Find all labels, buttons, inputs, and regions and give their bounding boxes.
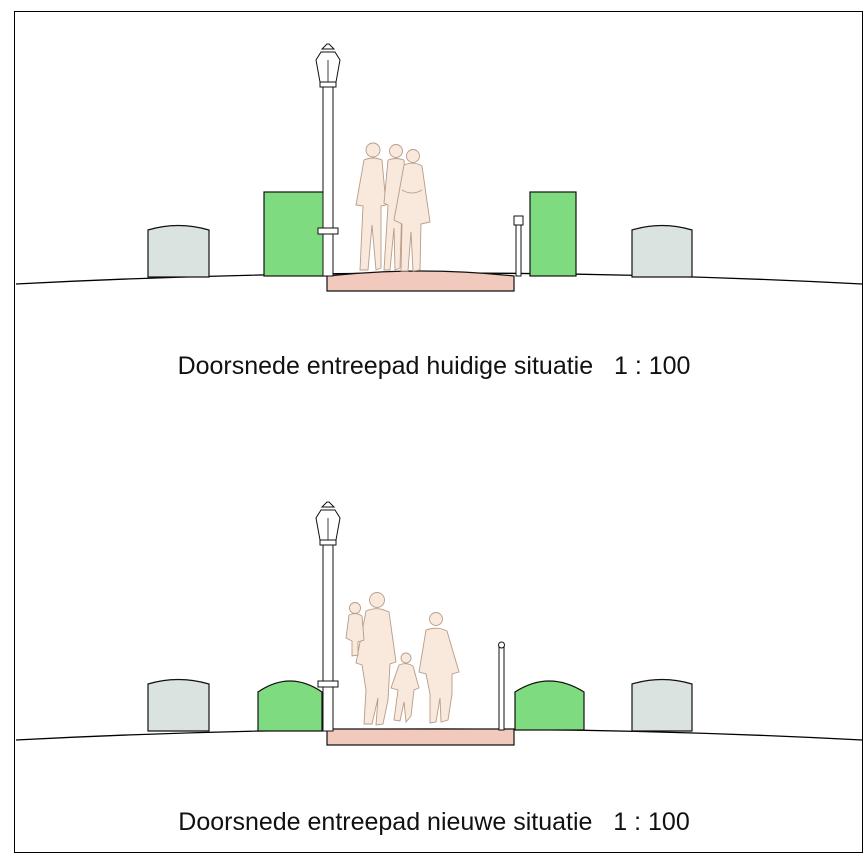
street-lamp-icon bbox=[315, 43, 341, 277]
person-icon bbox=[393, 149, 431, 272]
section-new bbox=[15, 501, 863, 746]
section-caption-new: Doorsnede entreepad nieuwe situatie 1 : … bbox=[178, 808, 690, 836]
entrance-path bbox=[326, 270, 515, 292]
section-caption-current: Doorsnede entreepad huidige situatie 1 :… bbox=[177, 352, 691, 380]
section-current bbox=[15, 43, 863, 292]
hedge-icon bbox=[514, 680, 585, 731]
street-lamp-icon bbox=[315, 501, 341, 732]
gravestone-icon bbox=[631, 224, 693, 278]
entrance-path bbox=[326, 728, 515, 746]
person-icon bbox=[345, 592, 397, 726]
person-group-family bbox=[345, 592, 460, 726]
hedge-icon bbox=[529, 191, 577, 277]
person-icon bbox=[390, 652, 420, 724]
person-icon bbox=[418, 612, 460, 724]
hedge-icon bbox=[257, 680, 323, 732]
gravestone-icon bbox=[147, 224, 210, 278]
hedge-icon bbox=[263, 191, 327, 277]
bollard-icon bbox=[513, 215, 524, 277]
gravestone-icon bbox=[147, 678, 210, 732]
gravestone-icon bbox=[631, 678, 693, 732]
bollard-icon bbox=[498, 641, 505, 731]
person-group-standing bbox=[355, 142, 431, 272]
person-icon bbox=[355, 142, 387, 271]
